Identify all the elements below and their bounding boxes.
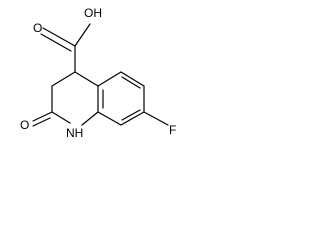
structure-diagram: OH O O NH F	[20, 6, 176, 140]
acid-oxygen-label: O	[33, 21, 42, 35]
bond-c7-c8	[120, 111, 145, 126]
bond-c2-double-o-a	[32, 111, 53, 122]
bond-cooh-double-o-a	[42, 27, 76, 47]
bond-c4-c3	[51, 71, 76, 87]
bond-c7-f	[143, 111, 169, 126]
bond-cooh-double-o-b	[40, 33, 72, 52]
bond-c8-c8a	[97, 111, 122, 126]
fluorine-label: F	[169, 123, 176, 137]
hydroxyl-label: OH	[84, 6, 102, 20]
bond-n1-c8a	[81, 111, 99, 126]
bond-c2-n1	[51, 111, 71, 124]
bond-c4a-c5	[97, 71, 122, 87]
bond-c5-c6	[120, 71, 145, 87]
lactam-oxygen-label: O	[20, 118, 29, 132]
bond-c4-c4a	[74, 71, 99, 87]
bond-cooh-oh	[74, 23, 91, 47]
amine-label: NH	[66, 126, 83, 140]
bond-c5-c6-inner	[121, 76, 141, 89]
bond-c2-double-o-b	[32, 117, 51, 127]
bond-c7-c8-inner	[121, 109, 141, 121]
